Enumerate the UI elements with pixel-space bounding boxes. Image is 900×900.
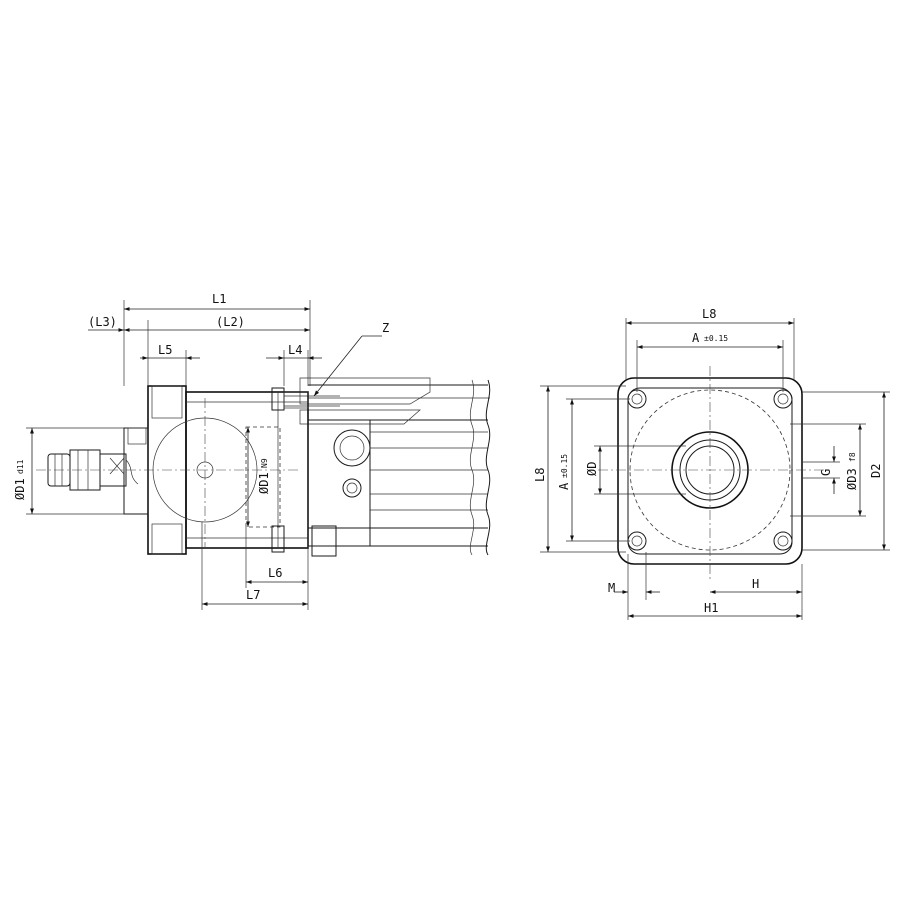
side-view: L1 (L3) (L2) L5 L4 Z ØD1 d11 [13,292,491,610]
dim-l5: L5 [158,343,172,357]
port-large [333,429,371,467]
tie-rod-nut-bottom [271,525,285,553]
dim-a-top-tol: ±0.15 [704,334,728,343]
section-hatch [284,377,431,425]
flange-bolt-bottom [151,523,183,555]
pivot-boss-hidden [245,426,281,528]
dim-z: Z [382,321,389,335]
dim-d1-n9: ØD1 [257,472,271,494]
dim-l7: L7 [246,588,260,602]
mounting-circle-hidden [629,389,791,551]
dim-d1-n9-tol: N9 [260,458,269,468]
port-boss [307,419,371,547]
dim-l2: (L2) [216,315,245,329]
dim-d1-d11: ØD1 [13,478,27,500]
dim-h1: H1 [704,601,718,615]
dim-d2: D2 [869,464,883,478]
bleed-screw [311,525,337,557]
dim-m: M [608,581,615,595]
dim-a-side-tol: ±0.15 [560,454,569,478]
flange-bolt-top [151,385,183,419]
dim-h: H [752,577,759,591]
dim-d: ØD [585,462,599,476]
dim-l4: L4 [288,343,302,357]
dim-d3-tol: f8 [848,452,857,462]
dim-a-side: A [557,482,571,490]
dim-l1: L1 [212,292,226,306]
dim-a-top: A [692,331,700,345]
dim-l8-top: L8 [702,307,716,321]
front-view: L8 A ±0.15 L8 A ±0.15 ØD [533,307,890,620]
dim-l3: (L3) [88,315,117,329]
dim-d1-d11-tol: d11 [16,459,25,474]
rod-bushing [123,427,149,515]
dim-l6: L6 [268,566,282,580]
port-small [342,478,362,498]
dim-d3: ØD3 [845,468,859,490]
dim-l8-side: L8 [533,468,547,482]
dim-g: G [819,469,833,476]
fitting-tip [47,453,71,487]
